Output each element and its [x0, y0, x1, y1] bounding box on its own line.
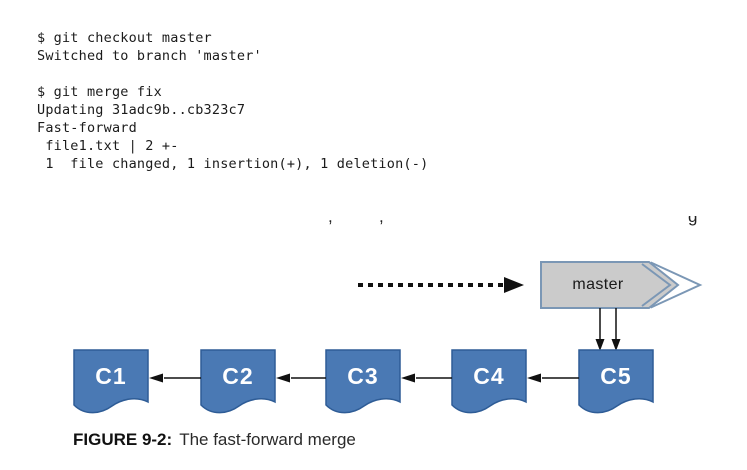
figure-9-2: master C1 C2 C3 C4 C5 [0, 240, 747, 440]
text-fragment: , [328, 216, 333, 226]
terminal-line: $ git checkout master [37, 30, 212, 46]
commit-shape-c2 [200, 349, 276, 414]
commit-shape-c4 [451, 349, 527, 414]
banner-body [540, 261, 680, 309]
commit-arrows [149, 373, 579, 383]
commit-arrow-head [401, 373, 415, 383]
figure-caption-text: The fast-forward merge [179, 430, 356, 449]
terminal-line: file1.txt | 2 +- [37, 138, 179, 154]
terminal-line: $ git merge fix [37, 84, 162, 100]
branch-label-master: master [572, 276, 624, 293]
commit-arrow-head [527, 373, 541, 383]
banner-inner-chevron [641, 263, 672, 307]
merge-diagram [73, 261, 703, 414]
terminal-line: 1 file changed, 1 insertion(+), 1 deleti… [37, 156, 429, 172]
commit-label-c2: C2 [222, 362, 254, 389]
terminal-line: Fast-forward [37, 120, 137, 136]
cropped-text-line: , , g [0, 216, 747, 226]
branch-pointer-arrows [595, 308, 621, 351]
commit-arrow-head [149, 373, 163, 383]
terminal-line: Updating 31adc9b..cb323c7 [37, 102, 246, 118]
pointer-arrow-head [595, 339, 605, 351]
text-fragment: , [379, 216, 384, 226]
text-fragment: g [688, 216, 698, 226]
figure-caption-label: FIGURE 9-2: [73, 430, 173, 449]
commit-arrow-head [276, 373, 290, 383]
terminal-line: Switched to branch 'master' [37, 48, 262, 64]
commit-label-c4: C4 [473, 362, 505, 389]
dashed-arrow [358, 277, 524, 293]
figure-caption: FIGURE 9-2: The fast-forward merge [73, 429, 356, 451]
commit-shape-c1 [73, 349, 149, 414]
terminal-line [37, 65, 428, 83]
commit-shape-c3 [325, 349, 401, 414]
branch-banner [540, 261, 703, 309]
commit-shapes [73, 349, 654, 414]
commit-label-c1: C1 [95, 362, 127, 389]
dashed-arrow-head [504, 277, 524, 293]
commit-shape-c5 [578, 349, 654, 414]
commit-label-c3: C3 [347, 362, 379, 389]
pointer-arrow-head [611, 339, 621, 351]
commit-label-c5: C5 [600, 362, 632, 389]
